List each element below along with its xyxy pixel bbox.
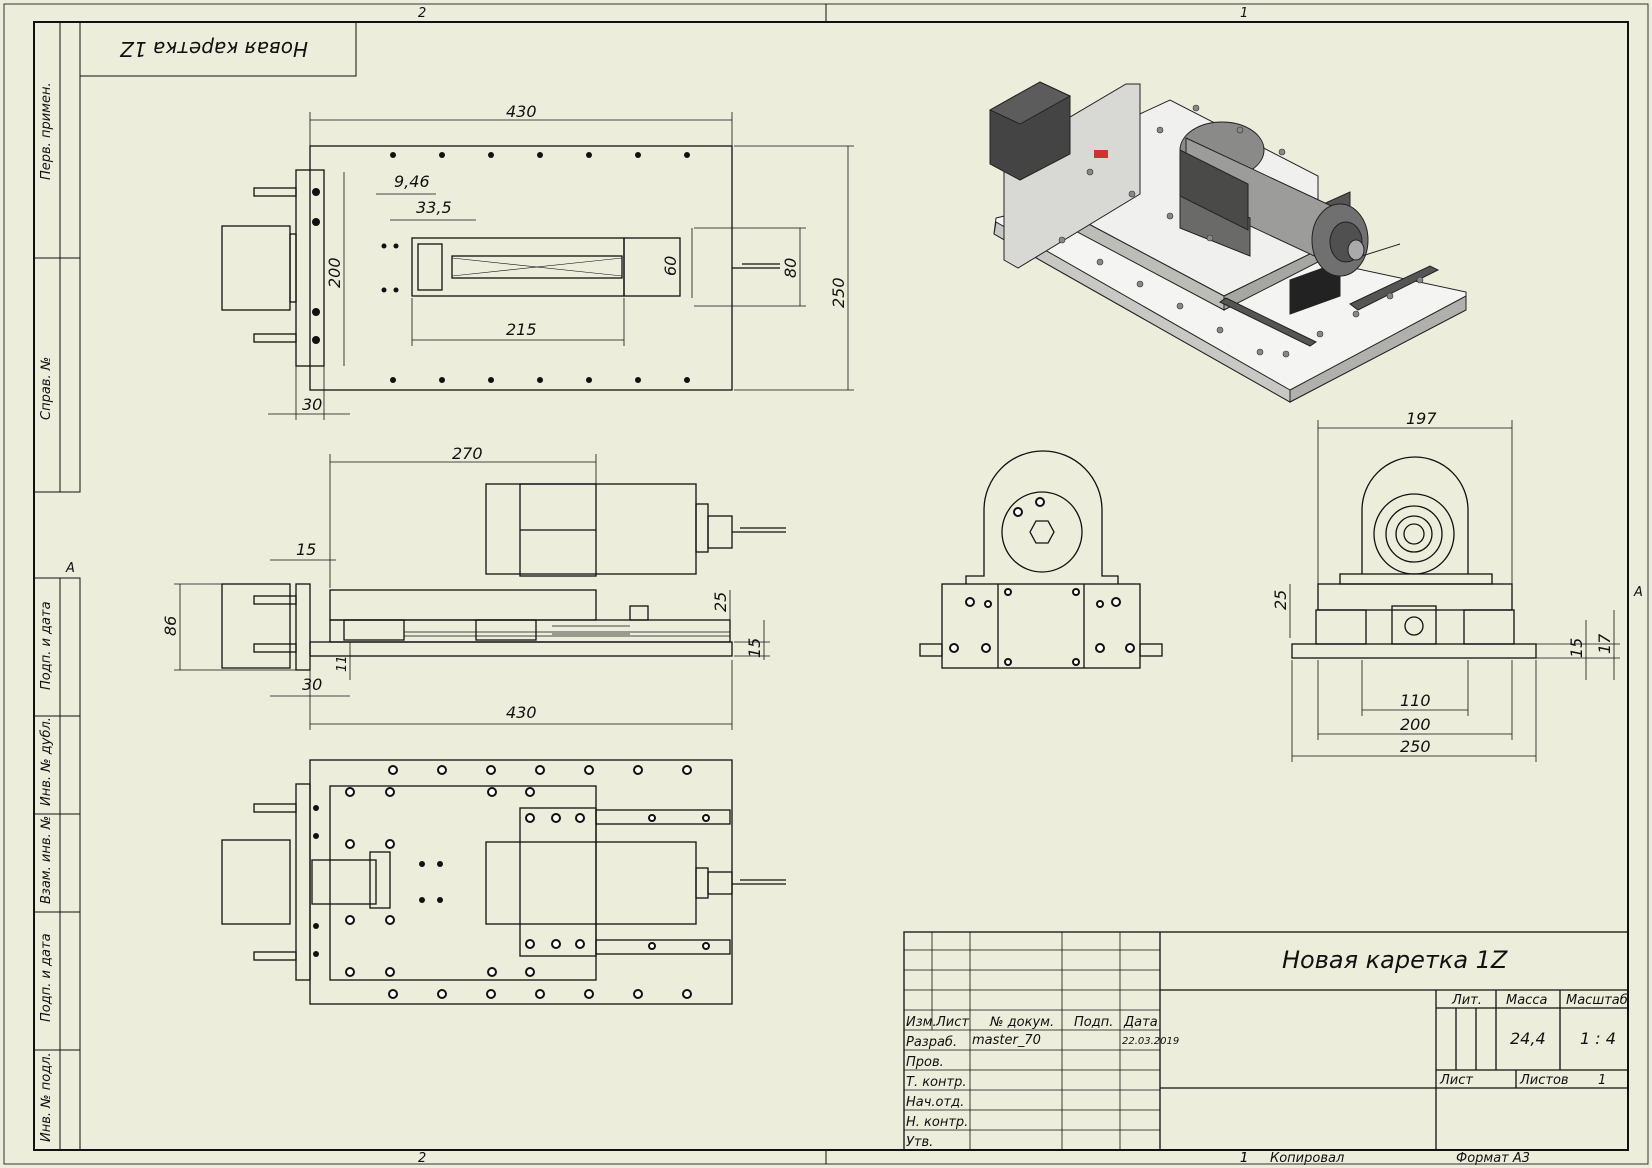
strip-label-5: Подп. и дата	[39, 933, 54, 1022]
dim-end-200: 200	[1400, 715, 1431, 734]
top-view-screw	[451, 257, 623, 277]
bottom-view	[221, 759, 786, 1005]
zone-bottom-left: 2	[418, 1151, 426, 1166]
side-view	[221, 483, 786, 671]
developer-name: master_70	[972, 1033, 1041, 1048]
dim-top-30: 30	[302, 395, 322, 414]
dim-side-25: 25	[711, 592, 730, 612]
top-view-dims	[268, 112, 854, 420]
dim-top-215: 215	[506, 320, 537, 339]
dim-side-15b: 15	[745, 638, 764, 658]
strip-label-6: Инв. № подл.	[39, 1052, 54, 1142]
strip-label-4: Взам. инв. №	[39, 816, 54, 904]
dim-end-250: 250	[1400, 737, 1431, 756]
mass-value: 24,4	[1510, 1029, 1546, 1048]
sheets-count: 1	[1598, 1073, 1606, 1088]
title-block-title: Новая каретка 1Z	[1282, 946, 1508, 974]
top-view-holes	[312, 152, 690, 383]
dim-end-197: 197	[1406, 409, 1437, 428]
copied-label: Копировал	[1270, 1151, 1344, 1166]
dim-side-11: 11	[335, 655, 350, 672]
end-view-left-holes	[949, 497, 1135, 666]
hdr-list: Лист	[935, 1015, 969, 1030]
zone-top-right: 1	[1240, 6, 1248, 21]
zone-side-left: A	[65, 561, 75, 576]
bottom-view-holes	[345, 765, 710, 999]
zone-top-left: 2	[418, 6, 426, 21]
format-label: Формат А3	[1456, 1151, 1530, 1166]
copied-num: 1	[1240, 1151, 1248, 1166]
hdr-doc: № докум.	[989, 1015, 1054, 1030]
dim-side-86: 86	[161, 616, 180, 636]
developer-date: 22.03.2019	[1122, 1036, 1179, 1047]
zone-side-right: A	[1633, 585, 1643, 600]
title-block-grid	[904, 932, 1160, 1150]
side-view-screw	[404, 625, 730, 637]
left-strip	[33, 21, 81, 1151]
dim-top-250: 250	[829, 277, 848, 308]
dim-side-270: 270	[452, 444, 483, 463]
dim-top-80: 80	[781, 258, 800, 278]
hdr-izm: Изм.	[906, 1015, 937, 1030]
sheet-label: Лист	[1439, 1073, 1473, 1088]
dim-top-200: 200	[325, 257, 344, 288]
top-view	[221, 145, 780, 391]
mass-label: Масса	[1506, 993, 1547, 1008]
end-view-right-dims	[1289, 420, 1620, 762]
role-5: Утв.	[906, 1135, 933, 1150]
dim-top-60: 60	[661, 256, 680, 276]
hdr-date: Дата	[1123, 1015, 1158, 1030]
scale-label: Масштаб	[1566, 993, 1628, 1008]
dim-side-30: 30	[302, 675, 322, 694]
corner-stamp-box	[79, 21, 357, 77]
isometric-holes	[1058, 104, 1424, 358]
strip-label-2: Подп. и дата	[39, 601, 54, 690]
strip-label-0: Перв. примен.	[39, 82, 54, 180]
dim-top-946: 9,46	[394, 172, 430, 191]
dim-side-15: 15	[296, 540, 316, 559]
isometric-view	[988, 81, 1467, 403]
dim-top-335: 33,5	[416, 198, 452, 217]
lit-label: Лит.	[1451, 993, 1482, 1008]
dim-end-15: 15	[1567, 638, 1586, 658]
dim-end-110: 110	[1400, 691, 1431, 710]
strip-label-3: Инв. № дубл.	[39, 717, 54, 806]
title-block	[903, 931, 1629, 1151]
strip-label-1: Справ. №	[39, 357, 54, 420]
corner-stamp-text: Новая каретка 1Z	[119, 37, 308, 61]
bottom-view-small-holes	[313, 805, 443, 957]
role-0: Разраб.	[906, 1035, 957, 1050]
side-view-dims	[174, 454, 770, 730]
role-3: Нач.отд.	[906, 1095, 964, 1110]
zone-bottom-right: 1	[1240, 1151, 1248, 1166]
sheets-label: Листов	[1519, 1073, 1569, 1088]
hdr-sign: Подп.	[1074, 1015, 1113, 1030]
dim-end-25: 25	[1271, 590, 1290, 610]
dim-end-17: 17	[1595, 633, 1614, 654]
role-1: Пров.	[906, 1055, 944, 1070]
dim-side-430: 430	[506, 703, 537, 722]
dim-top-width: 430	[506, 102, 537, 121]
scale-value: 1 : 4	[1580, 1029, 1616, 1048]
role-2: Т. контр.	[906, 1075, 966, 1090]
end-view-right	[1291, 456, 1537, 659]
end-view-left	[919, 450, 1163, 669]
role-4: Н. контр.	[906, 1115, 968, 1130]
